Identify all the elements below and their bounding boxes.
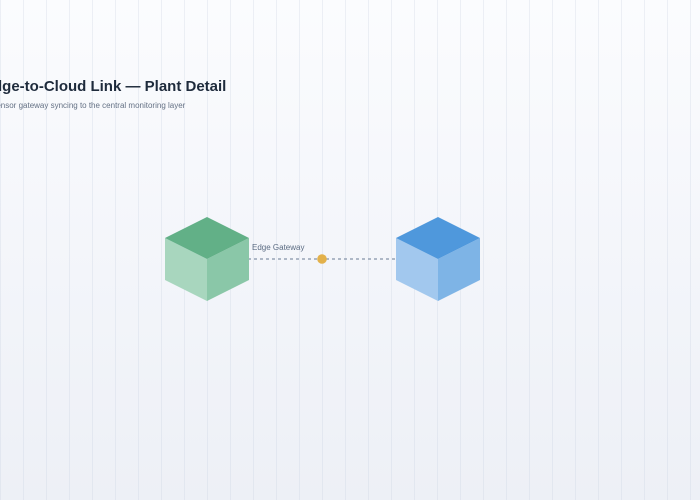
edge-gateway-node[interactable] (165, 217, 249, 301)
page-subtitle: Sensor gateway syncing to the central mo… (0, 101, 186, 110)
edge-gateway-label: Edge Gateway (252, 243, 304, 252)
cloud-node-cube-top-face (396, 217, 480, 259)
cloud-node[interactable] (396, 217, 480, 301)
page-title: Edge-to-Cloud Link — Plant Detail (0, 78, 227, 95)
connection-midpoint[interactable] (317, 254, 327, 264)
edge-gateway-cube-top-face (165, 217, 249, 259)
